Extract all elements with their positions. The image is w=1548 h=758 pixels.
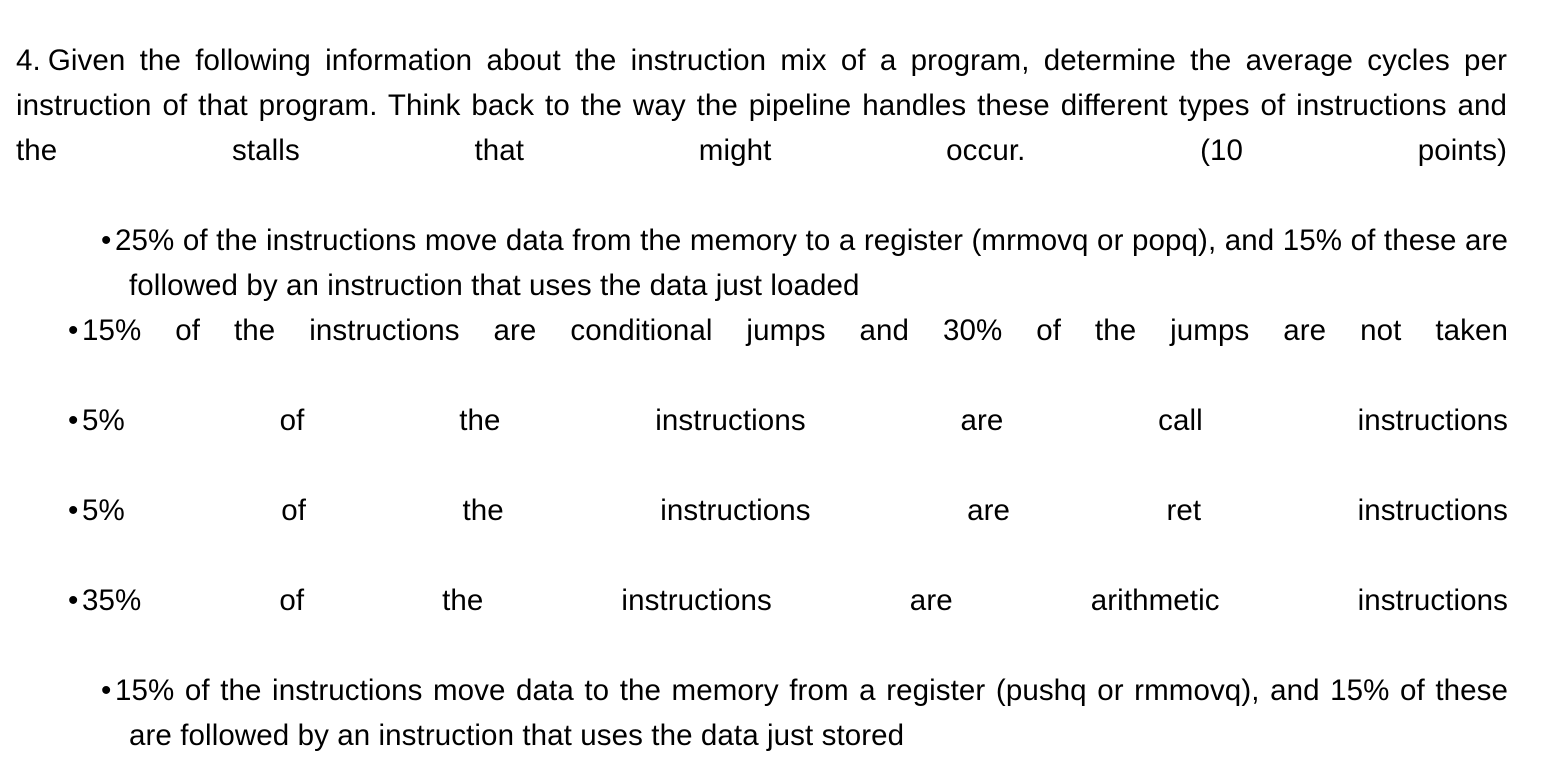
instruction-mix-list: • 25% of the instructions move data from …	[68, 218, 1508, 758]
list-item-label: 15% of the instructions are conditional …	[82, 314, 1508, 347]
list-item-label: 35% of the instructions are arithmetic i…	[82, 584, 1508, 617]
list-item: •5% of the instructions are ret instruct…	[68, 488, 1508, 578]
question-block: 4.Given the following information about …	[16, 38, 1507, 218]
bullet-icon: •	[68, 584, 79, 617]
list-item-label: 25% of the instructions move data from t…	[115, 224, 1508, 302]
bullet-icon: •	[68, 314, 79, 347]
list-item: •25% of the instructions move data from …	[101, 224, 1508, 302]
document-page: 4.Given the following information about …	[16, 38, 1508, 752]
list-item: •35% of the instructions are arithmetic …	[68, 578, 1508, 668]
question-number: 4.	[16, 44, 41, 77]
list-item: •15% of the instructions are conditional…	[68, 308, 1508, 398]
list-item: •15% of the instructions move data to th…	[101, 674, 1508, 752]
list-item-label: 5% of the instructions are call instruct…	[82, 404, 1508, 437]
list-item-label: 15% of the instructions move data to the…	[115, 674, 1508, 752]
question-paragraph: 4.Given the following information about …	[16, 38, 1507, 218]
list-item: •5% of the instructions are call instruc…	[68, 398, 1508, 488]
bullet-icon: •	[68, 494, 79, 527]
list-item-label: 5% of the instructions are ret instructi…	[82, 494, 1508, 527]
question-prompt-text: Given the following information about th…	[16, 44, 1507, 167]
bullet-icon: •	[68, 404, 79, 437]
